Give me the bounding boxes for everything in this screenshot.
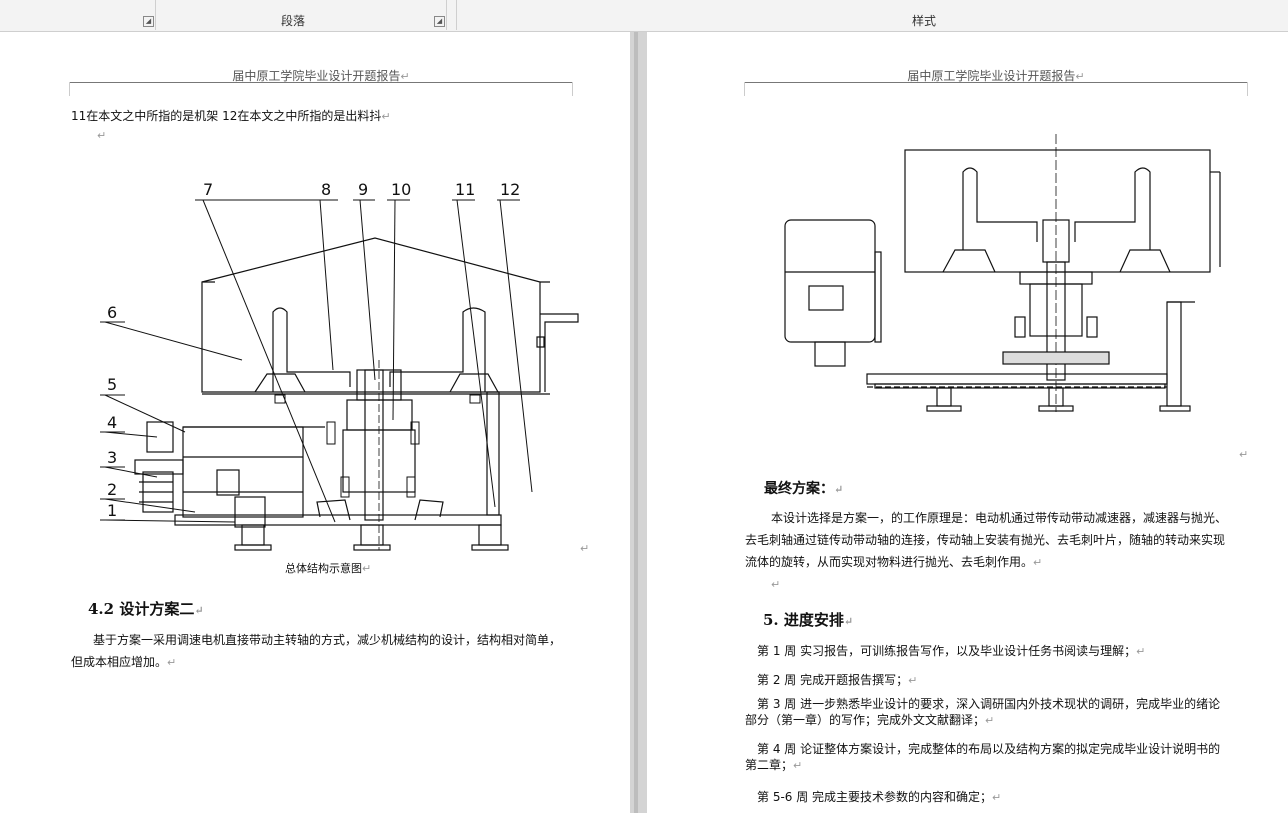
document-page-left[interactable]: 届中原工学院毕业设计开题报告↵ 11在本文之中所指的是机架 12在本文之中所指的…	[0, 32, 630, 813]
paragraph-group-label: 段落	[281, 14, 306, 28]
schedule-item: 第 2 周 完成开题报告撰写；↵	[757, 673, 918, 687]
callout-6: 6	[107, 303, 117, 322]
callout-11: 11	[455, 180, 475, 199]
body-paragraph: 基于方案一采用调速电机直接带动主转轴的方式，减少机械结构的设计，结构相对简单，但…	[71, 633, 562, 669]
ribbon-separator	[456, 0, 457, 30]
callout-5: 5	[107, 375, 117, 394]
paragraph-dialog-launcher-icon[interactable]: ◢	[434, 16, 445, 27]
callout-10: 10	[391, 180, 411, 199]
page-gutter	[630, 32, 647, 813]
hopper-body	[904, 149, 1211, 273]
margin-corner-mark	[572, 82, 573, 96]
paragraph-mark: ↵	[580, 542, 590, 555]
schedule-item: 第 5-6 周 完成主要技术参数的内容和确定；↵	[757, 790, 1002, 804]
section-heading: 4.2 设计方案二↵	[88, 600, 204, 618]
final-design-drawing	[784, 134, 1221, 412]
schedule-item: 第 1 周 实习报告，可训练报告写作，以及毕业设计任务书阅读与理解；↵	[757, 644, 1146, 658]
margin-corner-mark	[744, 82, 745, 96]
callout-3: 3	[107, 448, 117, 467]
paragraph-mark: ↵	[771, 578, 781, 591]
schedule-item: 第 3 周 进一步熟悉毕业设计的要求，深入调研国内外技术现状的调研，完成毕业的绪…	[745, 697, 1221, 727]
callout-12: 12	[500, 180, 520, 199]
styles-group-label: 样式	[912, 14, 937, 28]
ribbon-separator	[155, 0, 156, 30]
callout-2: 2	[107, 480, 117, 499]
final-plan-paragraph: 本设计选择是方案一，的工作原理是：电动机通过带传动带动减速器，减速器与抛光、去毛…	[745, 511, 1228, 569]
callout-4: 4	[107, 413, 117, 432]
callout-1: 1	[107, 501, 117, 520]
paragraph-mark: ↵	[1239, 448, 1249, 461]
ribbon-separator	[446, 0, 447, 30]
page-header: 届中原工学院毕业设计开题报告↵	[907, 69, 1085, 83]
margin-corner-mark	[1247, 82, 1248, 96]
margin-corner-mark	[69, 82, 70, 96]
intro-line: 11在本文之中所指的是机架 12在本文之中所指的是出料抖↵	[71, 109, 391, 123]
schedule-item: 第 4 周 论证整体方案设计，完成整体的布局以及结构方案的拟定完成毕业设计说明书…	[745, 742, 1221, 772]
final-plan-heading: 最终方案：↵	[764, 481, 844, 497]
base-frame	[174, 514, 502, 526]
figure-caption: 总体结构示意图↵	[285, 562, 372, 575]
page-header: 届中原工学院毕业设计开题报告↵	[232, 69, 410, 83]
header-rule	[70, 82, 572, 97]
header-rule	[745, 82, 1247, 97]
callout-8: 8	[321, 180, 331, 199]
schedule-heading: 5. 进度安排↵	[763, 611, 854, 629]
ribbon: ◢ 段落 ◢ 样式	[0, 0, 1288, 32]
document-page-right[interactable]: 届中原工学院毕业设计开题报告↵	[647, 32, 1288, 813]
font-dialog-launcher-icon[interactable]: ◢	[143, 16, 154, 27]
callout-9: 9	[358, 180, 368, 199]
callout-7: 7	[203, 180, 213, 199]
paragraph-mark: ↵	[97, 129, 107, 142]
structure-drawing: 7 8 9 10 11 12 6 5 4 3 2 1	[100, 180, 579, 551]
